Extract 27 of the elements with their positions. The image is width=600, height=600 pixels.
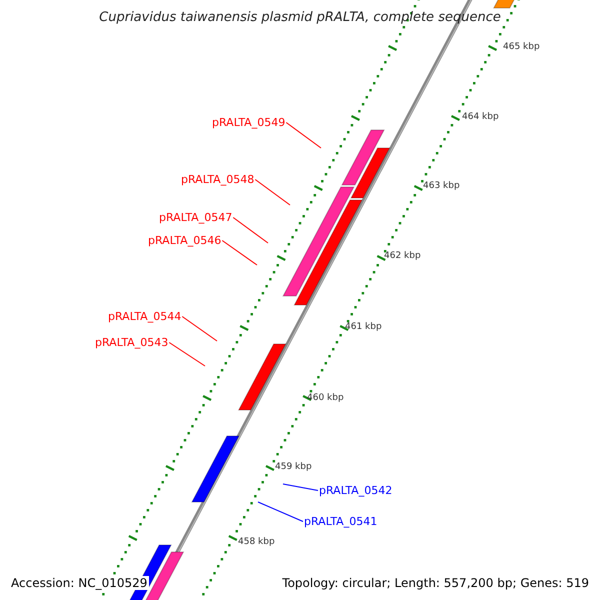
leader-line [182, 316, 218, 342]
scale-label: 459 kbp [275, 463, 312, 472]
footer-note: Accession: NC_010529 [9, 576, 150, 590]
leader-line [254, 179, 290, 206]
leader-line [222, 240, 258, 266]
gene-label: pRALTA_0549 [212, 117, 286, 128]
gene-label: pRALTA_0547 [159, 212, 232, 223]
scale-label: 460 kbp [307, 394, 344, 403]
gene-label: pRALTA_0542 [319, 485, 392, 496]
scale-label: 465 kbp [503, 43, 540, 52]
scale-label: 458 kbp [238, 538, 275, 547]
scale-label: 463 kbp [423, 182, 460, 191]
leader-line [282, 484, 318, 491]
gene-label: pRALTA_0541 [304, 516, 378, 527]
gene-label: pRALTA_0543 [95, 337, 168, 348]
scale-label: 462 kbp [384, 252, 421, 261]
scale-label: 461 kbp [345, 323, 382, 332]
leader-line [286, 122, 322, 148]
footer-note: Topology: circular; Length: 557,200 bp; Genes: 519 [280, 576, 591, 590]
gene-label: pRALTA_0548 [181, 174, 254, 185]
leader-line [232, 217, 268, 244]
leader-line [258, 502, 304, 522]
gene-label: pRALTA_0546 [148, 235, 222, 246]
scale-label: 464 kbp [462, 113, 499, 122]
leader-line [168, 342, 206, 366]
gene-label: pRALTA_0544 [108, 311, 182, 322]
title: Cupriavidus taiwanensis plasmid pRALTA, complete sequence [98, 11, 502, 24]
